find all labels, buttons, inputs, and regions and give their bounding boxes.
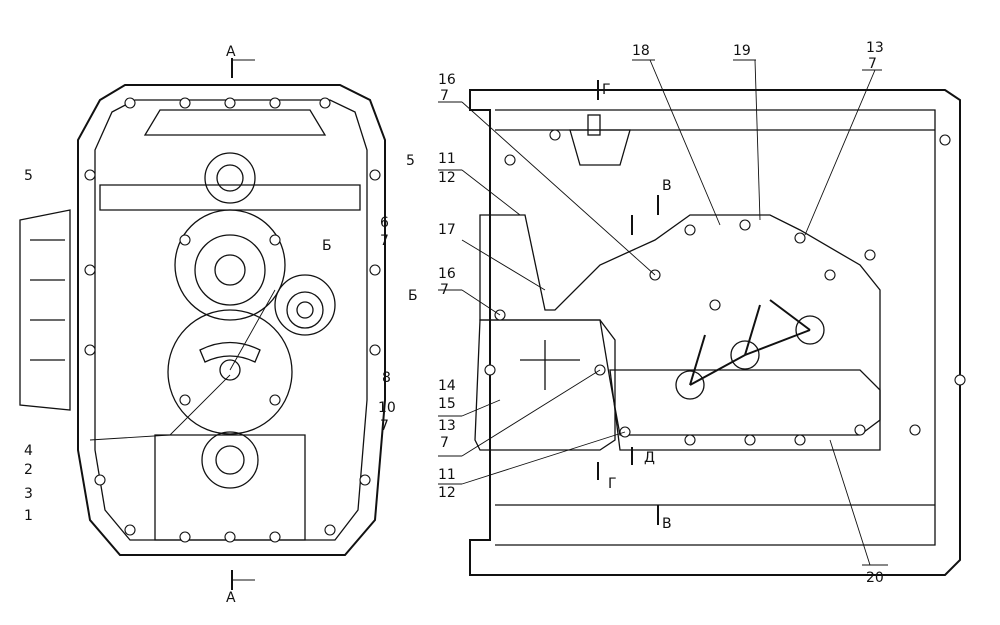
callout-15: 15 — [438, 396, 456, 412]
front-view-housing — [19, 58, 386, 590]
section-mark-d: Д — [644, 450, 655, 466]
callout-17: 17 — [438, 222, 456, 238]
callout-7: 7 — [440, 435, 449, 451]
callout-13: 13 — [438, 418, 456, 434]
section-mark-b: Б — [408, 288, 418, 304]
callout-5: 5 — [24, 168, 33, 184]
callout-13: 13 — [866, 40, 884, 56]
callout-16: 16 — [438, 72, 456, 88]
callout-7: 7 — [440, 88, 449, 104]
callout-16: 16 — [438, 266, 456, 282]
callout-4: 4 — [24, 443, 33, 459]
callout-7: 7 — [380, 418, 389, 434]
section-mark-g: Г — [602, 82, 611, 98]
callout-1: 1 — [24, 508, 33, 524]
callout-12: 12 — [438, 485, 456, 501]
section-mark-v: В — [662, 178, 672, 194]
callout-20: 20 — [866, 570, 884, 586]
section-mark-b: Б — [322, 238, 332, 254]
callout-8: 8 — [382, 370, 391, 386]
section-mark-v: В — [662, 516, 672, 532]
callout-7: 7 — [440, 282, 449, 298]
section-mark-g: Г — [608, 476, 617, 492]
section-mark-a: А — [226, 44, 236, 60]
callout-14: 14 — [438, 378, 456, 394]
callout-3: 3 — [24, 486, 33, 502]
callout-6: 6 — [380, 215, 389, 231]
callout-19: 19 — [733, 43, 751, 59]
side-view-housing — [438, 59, 966, 576]
section-mark-a: А — [226, 590, 236, 606]
callout-11: 11 — [438, 151, 456, 167]
callout-10: 10 — [378, 400, 396, 416]
callout-5: 5 — [406, 153, 415, 169]
callout-11: 11 — [438, 467, 456, 483]
callout-7: 7 — [868, 56, 877, 72]
callout-2: 2 — [24, 462, 33, 478]
callout-labels: А А Б Б Г Г В В Д 5 5 6 7 8 10 7 4 2 3 1… — [24, 40, 884, 606]
callout-12: 12 — [438, 170, 456, 186]
callout-7: 7 — [380, 233, 389, 249]
callout-18: 18 — [632, 43, 650, 59]
